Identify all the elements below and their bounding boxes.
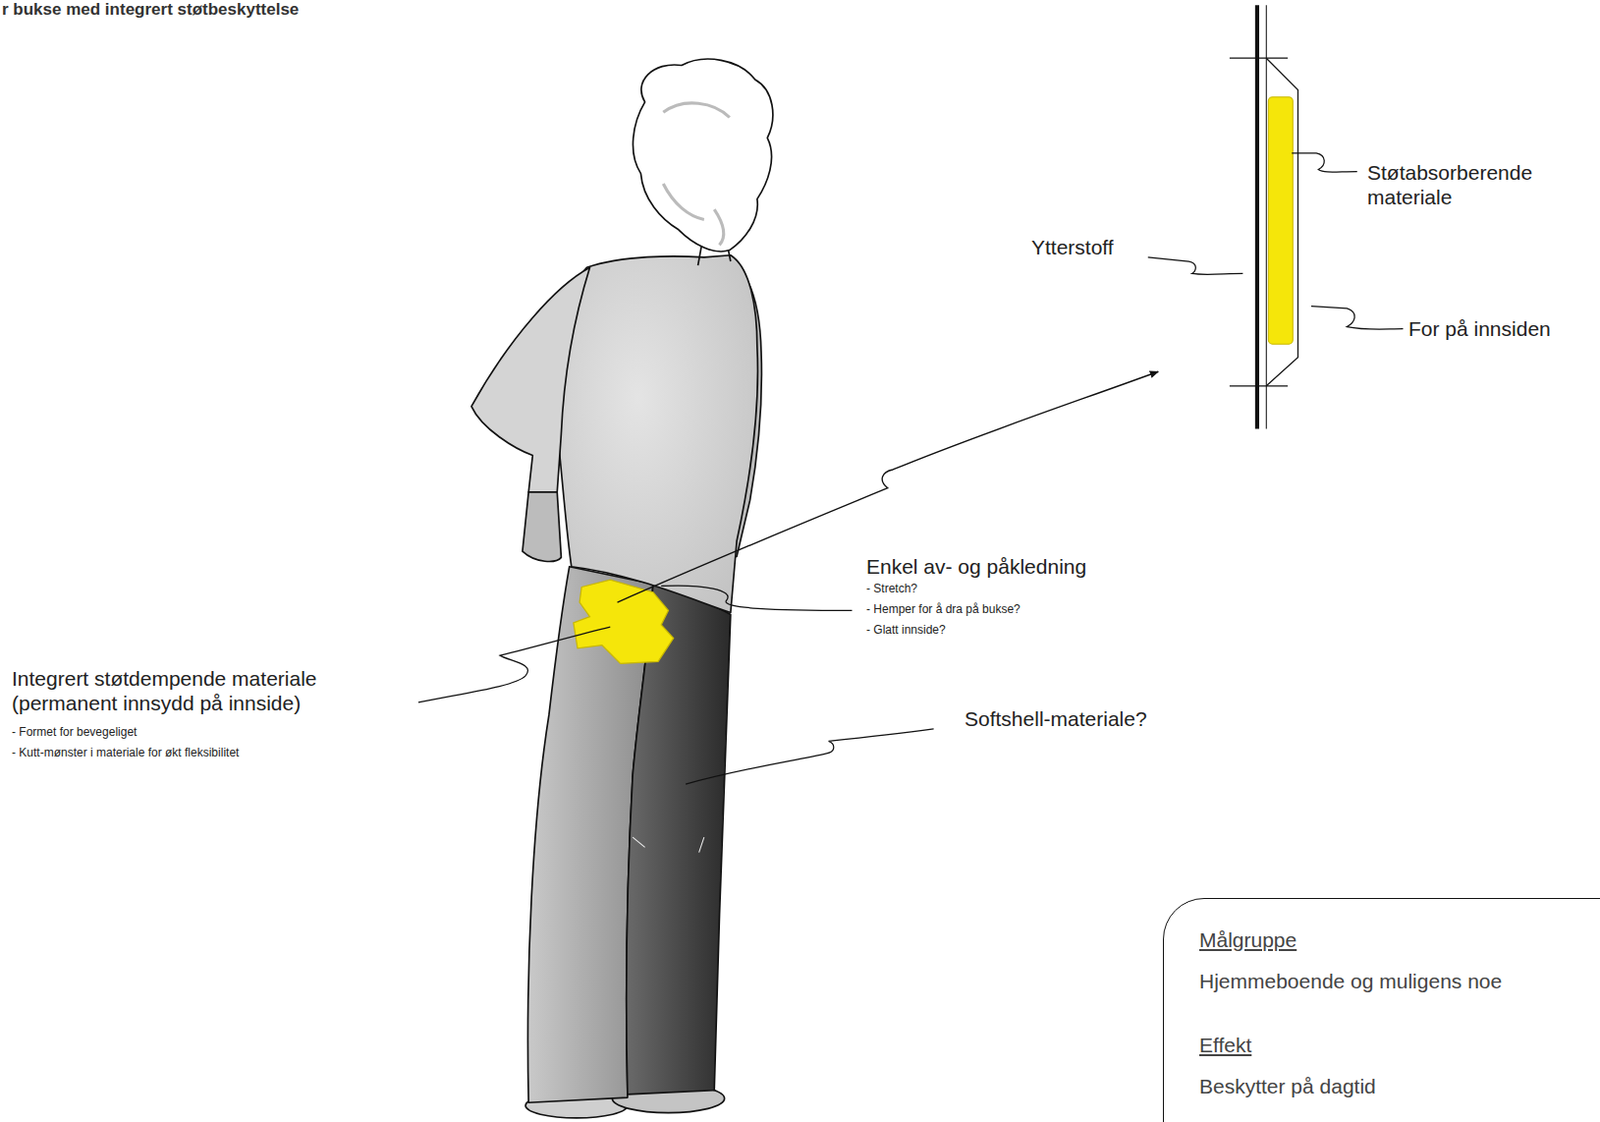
person-sketch bbox=[471, 58, 773, 1118]
sleeve-cuff bbox=[522, 492, 561, 562]
box-text: Beskytter på dagtid bbox=[1199, 1074, 1377, 1099]
seam-tick bbox=[1229, 385, 1288, 387]
lining-outline bbox=[1266, 57, 1298, 387]
seam bbox=[632, 836, 705, 853]
annotation-label: - Formet for bevegeliget bbox=[11, 724, 137, 739]
inner-line bbox=[1266, 4, 1268, 429]
leader-line bbox=[1148, 257, 1244, 276]
annotation-label: - Kutt-mønster i materiale for økt fleks… bbox=[11, 745, 239, 760]
leader-line bbox=[661, 585, 852, 610]
box-heading: Målgruppe bbox=[1199, 928, 1297, 952]
box-text: Hjemmeboende og muligens noe bbox=[1199, 969, 1502, 994]
annotation-label: Ytterstoff bbox=[1031, 234, 1114, 260]
title: r bukse med integrert støtbeskyttelse bbox=[1, 0, 299, 20]
annotation-label: Softshell-materiale? bbox=[964, 706, 1148, 731]
annotation-label: For på innsiden bbox=[1408, 316, 1551, 341]
absorber-layer bbox=[1268, 97, 1293, 344]
box-heading: Effekt bbox=[1199, 1033, 1252, 1057]
leader-line bbox=[685, 728, 934, 784]
head bbox=[632, 58, 773, 252]
seam-tick bbox=[1229, 57, 1288, 59]
annotation-label: Enkel av- og påkledning bbox=[866, 553, 1087, 579]
detail-arrow bbox=[617, 371, 1159, 603]
annotation-label: - Hemper for å dra på bukse? bbox=[866, 602, 1021, 616]
annotation-label: - Stretch? bbox=[866, 581, 918, 596]
info-box: MålgruppeHjemmeboende og muligens noeEff… bbox=[1162, 897, 1600, 1122]
annotation-label: - Glatt innside? bbox=[866, 622, 946, 637]
leader-line bbox=[418, 626, 610, 703]
cross-section bbox=[1229, 4, 1299, 429]
hair-shading bbox=[662, 103, 730, 245]
impact-pad bbox=[573, 579, 674, 663]
arm bbox=[471, 267, 591, 493]
leader-line bbox=[1291, 153, 1357, 172]
leader-line bbox=[1311, 306, 1404, 330]
annotation-label: Integrert støtdempende materiale (perman… bbox=[11, 665, 356, 716]
shirt bbox=[558, 255, 759, 613]
annotation-label: Støtabsorberende materiale bbox=[1367, 160, 1554, 210]
outer-fabric-line bbox=[1255, 4, 1260, 429]
